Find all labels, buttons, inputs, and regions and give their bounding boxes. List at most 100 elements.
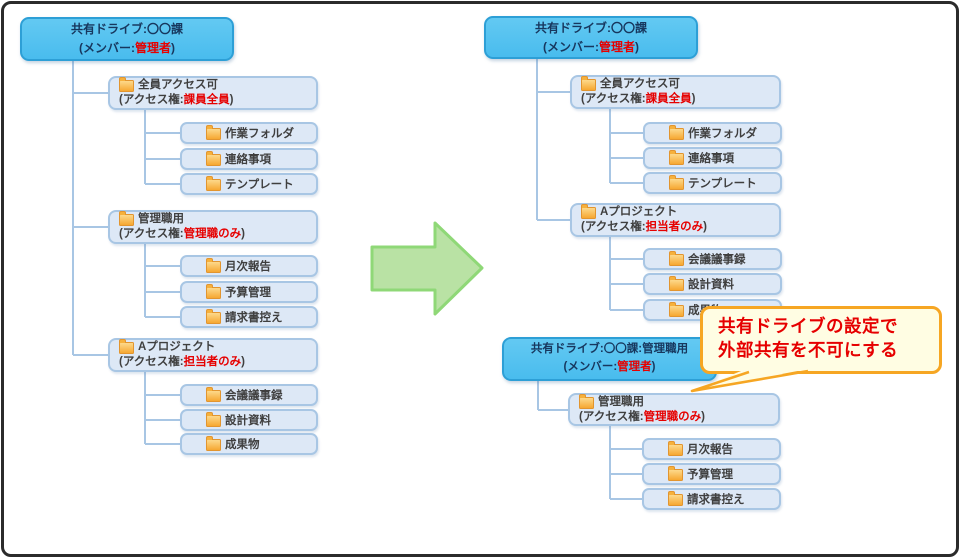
group-name: 全員アクセス可	[138, 79, 218, 92]
folder-label: 連絡事項	[225, 154, 271, 166]
folder-icon	[669, 149, 684, 165]
access-suffix: )	[703, 221, 707, 233]
root-member-line: (メンバー:管理者)	[22, 39, 232, 58]
access-highlight: 担当者のみ	[645, 221, 704, 233]
member-suffix: )	[171, 41, 175, 55]
member-highlight: 管理者	[617, 361, 652, 373]
child-folder-box: 連絡事項	[643, 147, 782, 169]
member-highlight: 管理者	[598, 39, 635, 54]
folder-label: 月次報告	[687, 444, 733, 456]
callout-line2: 外部共有を不可にする	[718, 340, 899, 361]
child-folder-box: 請求書控え	[642, 488, 781, 510]
group-name: 管理職用	[138, 213, 184, 226]
access-prefix: (アクセス権:	[581, 93, 646, 105]
child-folder-box: 予算管理	[180, 281, 318, 303]
root-title: 共有ドライブ:〇〇課	[71, 22, 183, 37]
group-access-line: (アクセス権:管理職のみ)	[119, 227, 310, 242]
access-prefix: (アクセス権:	[119, 228, 184, 240]
folder-icon	[206, 435, 221, 451]
access-highlight: 管理職のみ	[643, 410, 702, 423]
access-prefix: (アクセス権:	[119, 94, 184, 106]
folder-label: 設計資料	[688, 279, 734, 291]
folder-icon	[669, 174, 684, 190]
child-folder-box: 請求書控え	[180, 306, 318, 328]
folder-icon	[669, 301, 684, 317]
group-name: Aプロジェクト	[600, 206, 678, 219]
member-highlight: 管理者	[134, 41, 171, 55]
group-box-managers-left: 管理職用 (アクセス権:管理職のみ)	[108, 210, 318, 244]
callout-line1: 共有ドライブの設定で	[718, 316, 898, 336]
group-access-line: (アクセス権:課員全員)	[119, 93, 310, 108]
folder-label: 予算管理	[225, 287, 271, 299]
access-suffix: )	[691, 93, 696, 105]
child-folder-box: 月次報告	[180, 255, 318, 277]
group-name: 全員アクセス可	[600, 78, 680, 91]
folder-label: 作業フォルダ	[688, 128, 757, 140]
child-folder-box: 成果物	[180, 433, 318, 455]
folder-label: 連絡事項	[688, 153, 734, 165]
access-suffix: )	[241, 356, 245, 368]
group-access-line: (アクセス権:担当者のみ)	[119, 355, 310, 370]
group-access-line: (アクセス権:担当者のみ)	[581, 220, 773, 235]
access-prefix: (アクセス権:	[119, 356, 184, 368]
folder-label: 成果物	[225, 439, 260, 451]
folder-icon	[206, 124, 221, 140]
group-box-all-access-right: 全員アクセス可 (アクセス権:課員全員)	[570, 75, 781, 109]
shared-drive-root-managers: 共有ドライブ:〇〇課:管理職用 (メンバー:管理者)	[502, 337, 717, 381]
child-folder-box: 予算管理	[642, 463, 781, 485]
child-folder-box: 設計資料	[643, 273, 782, 295]
group-box-managers-right: 管理職用 (アクセス権:管理職のみ)	[568, 393, 780, 426]
child-folder-box: 作業フォルダ	[180, 122, 318, 144]
folder-label: テンプレート	[225, 179, 294, 191]
shared-drive-root-right: 共有ドライブ:〇〇課 (メンバー:管理者)	[484, 16, 698, 59]
folder-icon	[669, 275, 684, 291]
root-title: 共有ドライブ:〇〇課:管理職用	[530, 343, 689, 356]
access-highlight: 管理職のみ	[183, 228, 242, 240]
folder-icon	[668, 440, 683, 456]
child-folder-box: 作業フォルダ	[643, 122, 782, 144]
access-suffix: )	[229, 94, 234, 106]
folder-label: テンプレート	[688, 178, 757, 190]
child-folder-box: 設計資料	[180, 409, 318, 431]
child-folder-box: 会議議事録	[643, 248, 782, 270]
folder-label: 設計資料	[225, 415, 271, 427]
folder-icon	[206, 257, 221, 273]
folder-icon	[669, 250, 684, 266]
access-highlight: 課員全員	[645, 93, 692, 105]
shared-drive-root-left: 共有ドライブ:〇〇課 (メンバー:管理者)	[20, 17, 234, 61]
group-access-line: (アクセス権:管理職のみ)	[579, 410, 772, 425]
folder-icon	[669, 124, 684, 140]
folder-icon	[206, 308, 221, 324]
folder-icon	[668, 490, 683, 506]
folder-label: 請求書控え	[225, 312, 283, 324]
folder-icon	[119, 211, 134, 227]
member-prefix: (メンバー:	[542, 39, 599, 54]
access-suffix: )	[701, 410, 705, 423]
group-access-line: (アクセス権:課員全員)	[581, 92, 773, 107]
folder-icon	[206, 411, 221, 427]
child-folder-box: 連絡事項	[180, 148, 318, 170]
access-prefix: (アクセス権:	[579, 410, 644, 423]
folder-icon	[581, 76, 596, 92]
folder-label: 月次報告	[225, 261, 271, 273]
folder-icon	[581, 204, 596, 220]
folder-icon	[206, 150, 221, 166]
folder-icon	[119, 77, 134, 93]
folder-icon	[206, 386, 221, 402]
group-box-project-a-left: Aプロジェクト (アクセス権:担当者のみ)	[108, 338, 318, 372]
root-member-line: (メンバー:管理者)	[486, 38, 696, 57]
folder-label: 会議議事録	[225, 390, 283, 402]
folder-label: 会議議事録	[688, 254, 746, 266]
member-prefix: (メンバー:	[78, 41, 135, 55]
transition-arrow-icon	[370, 221, 484, 316]
child-folder-box: 月次報告	[642, 438, 781, 460]
group-name: 管理職用	[598, 395, 644, 408]
member-prefix: (メンバー:	[563, 361, 618, 373]
member-suffix: )	[651, 361, 656, 373]
group-name: Aプロジェクト	[138, 341, 216, 354]
member-suffix: )	[635, 39, 639, 54]
folder-icon	[668, 465, 683, 481]
folder-label: 作業フォルダ	[225, 128, 294, 140]
